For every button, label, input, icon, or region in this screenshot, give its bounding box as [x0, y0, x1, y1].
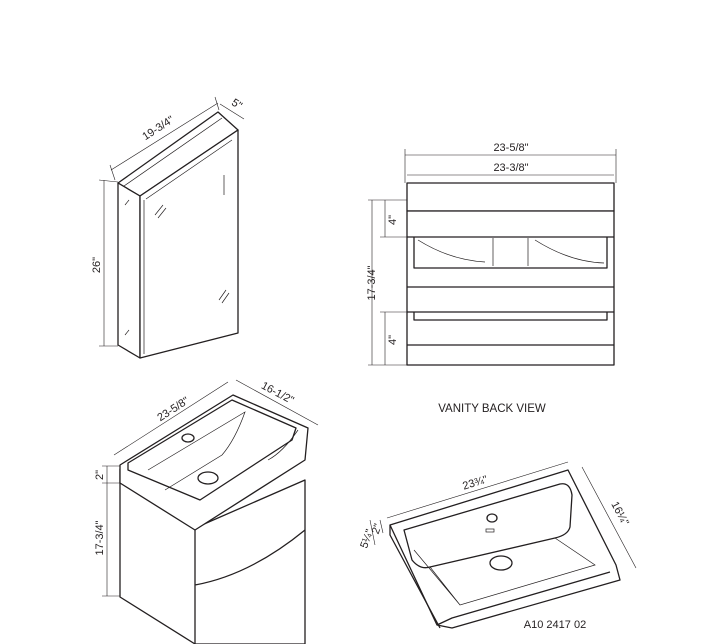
back-height-label: 17-3/4" — [366, 265, 378, 300]
back-bottom-rail-label: 4" — [387, 335, 399, 345]
sink-depth-label: 16¼" — [608, 500, 631, 528]
back-overall-width-dimension: 23-5/8" — [404, 142, 617, 183]
back-top-rail-label: 4" — [387, 215, 399, 225]
cabinet-width-label: 19-3/4" — [140, 114, 176, 143]
cabinet-mirror-door — [139, 129, 239, 359]
cabinet-depth-label: 5" — [229, 97, 244, 113]
cabinet-height-dimension: 26" — [91, 179, 119, 347]
back-countertop — [406, 182, 615, 212]
vanity-height-label: 17-3/4" — [94, 520, 106, 555]
back-height-dimensions: 4" 17-3/4" 4" — [366, 199, 407, 366]
back-cabinet — [406, 210, 615, 366]
cabinet-height-label: 26" — [91, 257, 103, 273]
vanity-top-thickness-label: 2" — [94, 470, 106, 480]
vanity-width-label: 23-5/8" — [155, 395, 191, 424]
sink-width-label: 23¾" — [461, 474, 489, 493]
mirror-cabinet-drawing: 26" 19-3/4" 5" — [91, 97, 244, 359]
vanity-iso-drawing: 23-5/8" 16-1/2" 2" 17-3/4" — [94, 379, 319, 644]
back-overall-width-label: 23-5/8" — [493, 142, 528, 154]
sink-height-dimensions: 5¼" 2" — [358, 519, 385, 550]
back-inner-width-label: 23-3/8" — [493, 162, 528, 174]
back-inner-width-dimension: 23-3/8" — [407, 162, 614, 176]
sink-top-drawing: 23¾" 16¼" 5¼" 2" A10 2417 02 — [358, 461, 637, 631]
sink-rim-label: 2" — [370, 522, 385, 536]
cabinet-depth-dimension: 5" — [219, 97, 244, 120]
model-code: A10 2417 02 — [524, 619, 586, 631]
cabinet-side — [117, 182, 141, 359]
vanity-back-view-drawing: 23-5/8" 23-3/8" 4" 17-3/4" 4" VANITY BAC… — [366, 142, 617, 415]
vanity-back-view-caption: VANITY BACK VIEW — [438, 403, 546, 415]
vanity-height-dimensions: 2" 17-3/4" — [94, 465, 120, 597]
